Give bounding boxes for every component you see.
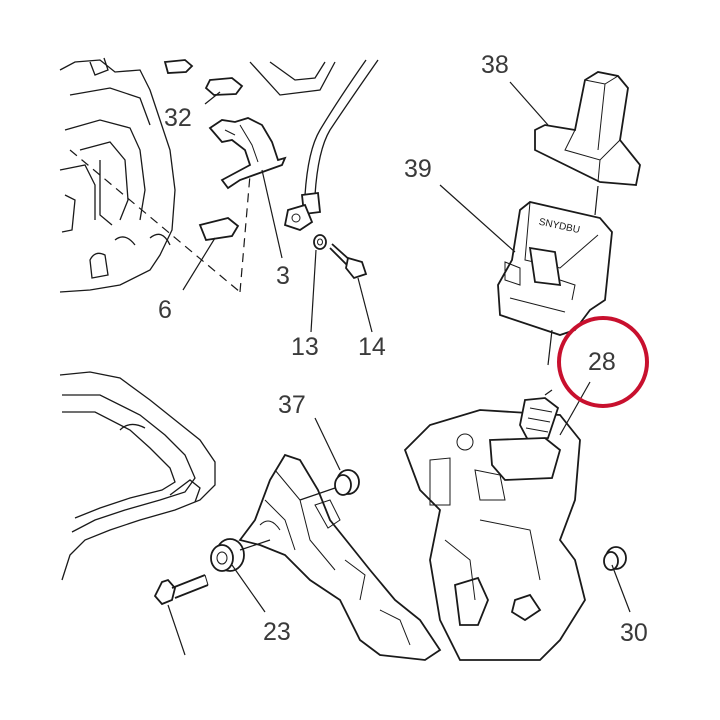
part-39-connector: SNYDBU: [497, 201, 613, 336]
part-37-grommet: [299, 469, 360, 501]
part-labels: 38 32 39 3 6 13 14 28 37 23 30: [158, 51, 648, 647]
upper-left-housing: [59, 57, 176, 293]
label-38: 38: [481, 51, 509, 79]
lower-left-frame: [59, 371, 216, 581]
part-3-bracket: [208, 117, 287, 190]
upper-center-bracket: [249, 61, 336, 96]
label-37: 37: [278, 391, 306, 419]
label-28: 28: [588, 348, 616, 376]
part-14-bolt: [329, 243, 368, 280]
label-23: 23: [263, 618, 291, 646]
highlight-circle-28: [557, 316, 649, 408]
part-28-switch-assembly: [403, 397, 586, 661]
part-38-cover: [534, 71, 641, 186]
leader-lines: [167, 81, 631, 656]
part-32-pad: [163, 59, 244, 96]
label-14: 14: [358, 333, 386, 361]
center-bracket: [238, 453, 442, 661]
label-39: 39: [404, 155, 432, 183]
part-23-grommet: [210, 538, 271, 572]
part-13-washer: [313, 234, 327, 250]
cable-with-terminal: [283, 59, 379, 231]
label-3: 3: [276, 262, 290, 290]
label-32: 32: [164, 104, 192, 132]
part-30-grommet: [603, 546, 627, 571]
label-6: 6: [158, 296, 172, 324]
label-30: 30: [620, 619, 648, 647]
label-13: 13: [291, 333, 319, 361]
dashed-reference-lines: [69, 149, 251, 293]
bolt-lower-left: [153, 574, 209, 606]
part-6-pad: [198, 217, 240, 241]
